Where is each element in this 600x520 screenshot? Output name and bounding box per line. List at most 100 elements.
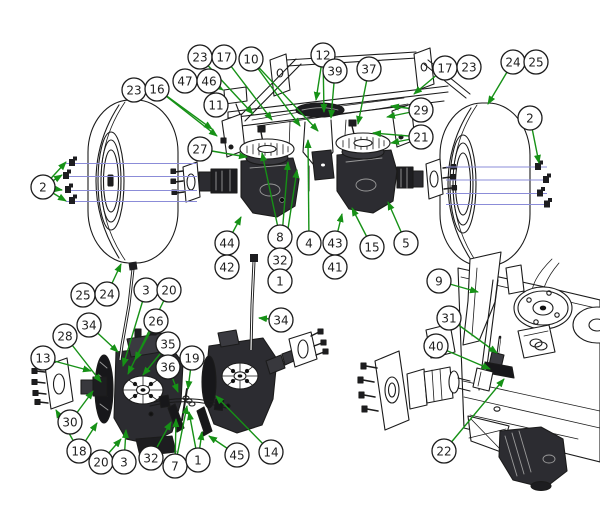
callout-circle [322, 58, 348, 84]
callout-circle [258, 439, 284, 465]
callout-circle [196, 68, 222, 94]
callout-34: 34 [76, 312, 102, 338]
callout-28: 28 [52, 323, 78, 349]
callout-circle [238, 46, 264, 72]
callout-30: 30 [57, 409, 83, 435]
callout-arrow [304, 139, 312, 244]
callout-1: 1 [185, 447, 211, 473]
right-transaxle [335, 103, 416, 214]
callout-circle [268, 307, 294, 333]
callout-circle [57, 409, 83, 435]
callout-13: 13 [30, 345, 56, 371]
callout-circle [144, 76, 170, 102]
callout-circle [523, 49, 549, 75]
callout-arrow [223, 56, 273, 121]
callout-number: 16 [149, 83, 164, 97]
callout-number: 27 [192, 143, 207, 157]
callout-number: 35 [160, 338, 175, 352]
callout-number: 2 [39, 181, 47, 195]
callout-circle [211, 44, 237, 70]
callout-number: 46 [201, 75, 216, 89]
callout-27: 27 [187, 136, 213, 162]
wheel-hub-assembly [357, 323, 471, 431]
callout-3: 3 [133, 277, 159, 303]
callout-19: 19 [179, 345, 205, 371]
callout-arrow [121, 289, 147, 367]
callout-circle [431, 438, 457, 464]
frame-corner-view [357, 251, 600, 492]
callout-circle [111, 449, 137, 475]
callout-number: 47 [177, 75, 192, 89]
callout-circle [322, 254, 348, 280]
callout-8: 8 [267, 224, 293, 250]
callout-number: 5 [402, 237, 410, 251]
lower-transaxle [467, 415, 568, 492]
left-dipstick-tube [118, 261, 138, 361]
callout-circle [423, 333, 449, 359]
callout-7: 7 [162, 453, 188, 479]
callout-circle [179, 345, 205, 371]
callout-25: 25 [70, 282, 96, 308]
callout-number: 20 [93, 456, 108, 470]
callout-number: 24 [99, 288, 114, 302]
callout-17: 17 [432, 55, 458, 81]
callout-14: 14 [258, 439, 284, 465]
callout-2: 2 [517, 105, 543, 131]
callout-number: 11 [208, 99, 223, 113]
callout-24: 24 [94, 281, 120, 307]
callout-arrow [250, 58, 319, 132]
callout-number: 17 [437, 62, 452, 76]
callout-23: 23 [187, 44, 213, 70]
callout-45: 45 [224, 442, 250, 468]
callout-number: 12 [315, 49, 330, 63]
callout-21: 21 [408, 124, 434, 150]
callout-number: 21 [413, 131, 428, 145]
right-transaxle-rear [201, 328, 329, 434]
callout-20: 20 [156, 277, 182, 303]
callout-circle [436, 305, 462, 331]
callout-23: 23 [121, 77, 147, 103]
callout-number: 26 [148, 315, 163, 329]
callout-number: 30 [62, 416, 77, 430]
callout-number: 37 [361, 63, 376, 77]
callout-circle [94, 281, 120, 307]
callout-number: 1 [194, 454, 202, 468]
callout-circle [76, 312, 102, 338]
callout-circle [214, 254, 240, 280]
callout-number: 45 [229, 449, 244, 463]
callout-1: 1 [267, 268, 293, 294]
callout-circle [30, 174, 56, 200]
callout-number: 29 [413, 104, 428, 118]
callout-arrow [443, 378, 505, 452]
callout-number: 40 [428, 340, 443, 354]
callout-circle [356, 56, 382, 82]
callout-number: 2 [526, 112, 534, 126]
callout-number: 24 [505, 56, 520, 70]
callout-29: 29 [408, 97, 434, 123]
callout-number: 41 [327, 261, 342, 275]
callout-36: 36 [155, 354, 181, 380]
callout-arrow [215, 395, 272, 453]
callout-arrow [250, 58, 301, 127]
callout-2: 2 [30, 174, 56, 200]
callout-number: 25 [75, 289, 90, 303]
callout-circle [456, 54, 482, 80]
callout-15: 15 [359, 234, 385, 260]
callout-circle [30, 345, 56, 371]
callout-42: 42 [214, 254, 240, 280]
callout-number: 18 [71, 445, 86, 459]
callout-arrow [260, 152, 281, 238]
right-tire [439, 102, 531, 267]
callout-circle [267, 268, 293, 294]
callout-number: 32 [143, 452, 158, 466]
callout-circle [155, 354, 181, 380]
callout-20: 20 [88, 449, 114, 475]
left-tire [87, 99, 179, 264]
callout-number: 10 [243, 53, 258, 67]
callout-number: 31 [441, 312, 456, 326]
callout-number: 34 [273, 314, 288, 328]
callout-number: 4 [305, 237, 313, 251]
callout-5: 5 [393, 230, 419, 256]
callout-10: 10 [238, 46, 264, 72]
